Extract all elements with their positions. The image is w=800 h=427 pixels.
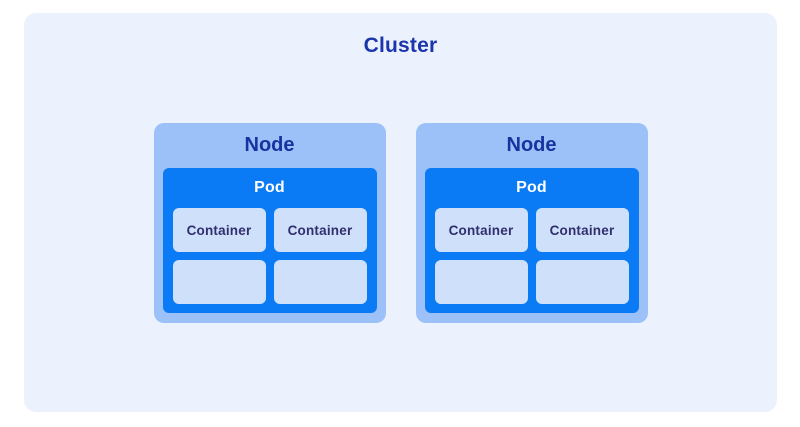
- container-box-empty: [535, 260, 629, 304]
- node-label: Node: [506, 134, 557, 156]
- container-box-empty: [172, 260, 266, 304]
- container-box: Container: [172, 208, 266, 252]
- cluster-panel: Cluster Node Pod Container Container Nod…: [24, 13, 777, 412]
- container-grid: Container Container: [425, 208, 639, 313]
- container-box: Container: [273, 208, 367, 252]
- node-box: Node Pod Container Container: [153, 123, 386, 323]
- pod-label: Pod: [516, 179, 547, 196]
- node-box: Node Pod Container Container: [415, 123, 648, 323]
- pod-box: Pod Container Container: [424, 168, 639, 313]
- pod-box: Pod Container Container: [162, 168, 377, 313]
- container-box: Container: [535, 208, 629, 252]
- node-label: Node: [244, 134, 295, 156]
- nodes-row: Node Pod Container Container Node Pod: [24, 123, 777, 323]
- container-box-empty: [434, 260, 528, 304]
- pod-label: Pod: [254, 179, 285, 196]
- container-box-empty: [273, 260, 367, 304]
- cluster-title: Cluster: [363, 34, 438, 57]
- container-grid: Container Container: [163, 208, 377, 313]
- container-box: Container: [434, 208, 528, 252]
